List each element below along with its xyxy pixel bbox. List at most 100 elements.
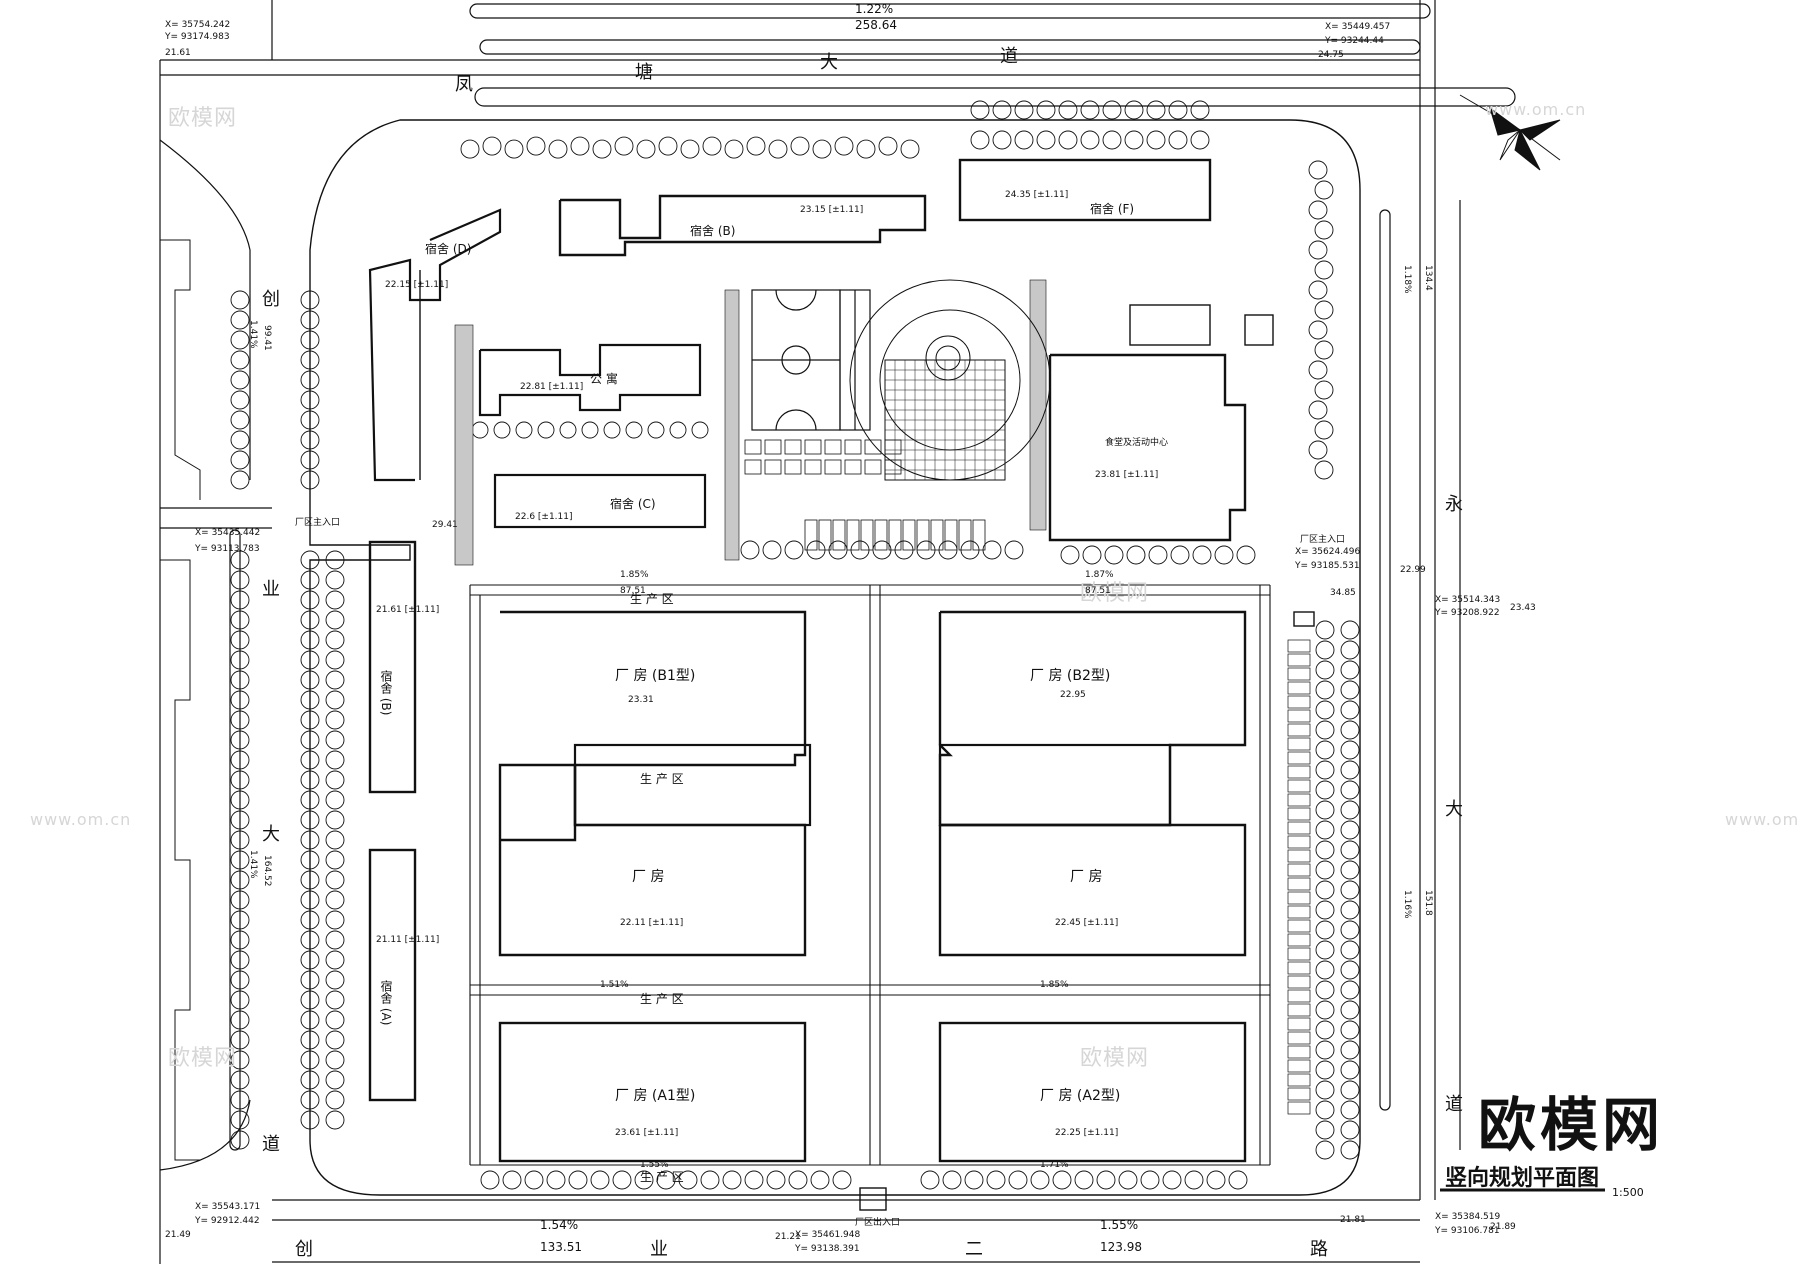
apartment-label: 公 寓 (590, 372, 618, 386)
tree-icon (300, 310, 320, 330)
tree-icon (300, 930, 320, 950)
tree-icon (1052, 1170, 1072, 1190)
tree-icon (1340, 660, 1360, 680)
east-road-char: 大 (1445, 799, 1465, 820)
tree-icon (1190, 130, 1210, 150)
road-slope-e: 1.55% (640, 1160, 669, 1170)
tree-icon (1314, 220, 1334, 240)
south-road-char: 业 (650, 1239, 670, 1260)
watermark-brand: 欧模网 (1080, 1046, 1150, 1071)
tree-icon (603, 421, 621, 439)
tree-icon (230, 470, 250, 490)
tree-icon (1308, 160, 1328, 180)
coord-x: X= 35449.457 (1325, 22, 1391, 32)
tree-icon (1340, 820, 1360, 840)
tree-icon (230, 850, 250, 870)
factory-b1-label: 厂 房 (B1型) (615, 668, 696, 684)
elevation-mark: 21.89 (1490, 1222, 1516, 1232)
coord-x: X= 35543.171 (195, 1202, 261, 1212)
tree-icon (230, 810, 250, 830)
tree-icon (325, 710, 345, 730)
dorm-b-west (368, 540, 417, 794)
tree-icon (471, 421, 489, 439)
tree-icon (1190, 100, 1210, 120)
coord-y: Y= 93174.983 (165, 32, 230, 42)
tree-icon (1140, 1170, 1160, 1190)
tree-icon (325, 1050, 345, 1070)
tree-icon (230, 650, 250, 670)
tree-icon (325, 990, 345, 1010)
tree-icon (970, 130, 990, 150)
elevation-mark: 21.21 (775, 1232, 801, 1242)
tree-icon (982, 540, 1002, 560)
factory-b2-level: 22.95 (1060, 690, 1086, 700)
tree-icon (1315, 800, 1335, 820)
west-road-char: 大 (262, 824, 282, 845)
tree-icon (1340, 860, 1360, 880)
tree-icon (970, 100, 990, 120)
tree-icon (1315, 740, 1335, 760)
tree-icon (230, 550, 250, 570)
tree-icon (300, 470, 320, 490)
tree-icon (546, 1170, 566, 1190)
tree-icon (1315, 1100, 1335, 1120)
tree-icon (1340, 720, 1360, 740)
dorm-a-west-label: 宿舍 (A) (379, 980, 393, 1026)
tree-icon (230, 570, 250, 590)
tree-icon (1314, 460, 1334, 480)
tree-icon (1340, 740, 1360, 760)
road-slope-c: 1.51% (600, 980, 629, 990)
tree-icon (300, 790, 320, 810)
tree-icon (1340, 1000, 1360, 1020)
tree-icon (1315, 720, 1335, 740)
tree-icon (300, 330, 320, 350)
tree-icon (691, 421, 709, 439)
west-road-char: 业 (262, 579, 282, 600)
tree-icon (230, 1050, 250, 1070)
tree-icon (1340, 960, 1360, 980)
tree-icon (1124, 130, 1144, 150)
factory-a2-level: 22.25 [±1.11] (1055, 1128, 1119, 1138)
road-slope-d: 1.85% (1040, 980, 1069, 990)
tree-icon (1308, 400, 1328, 420)
tree-icon (230, 1070, 250, 1090)
small-building-1 (1129, 304, 1211, 346)
watermark-url: www.om.cn (1485, 100, 1587, 119)
tree-icon (1148, 545, 1168, 565)
tree-icon (325, 670, 345, 690)
tree-icon (1340, 920, 1360, 940)
tree-icon (1074, 1170, 1094, 1190)
tree-icon (1192, 545, 1212, 565)
canteen-building (1048, 353, 1247, 542)
tree-icon (590, 1170, 610, 1190)
tree-icon (1314, 380, 1334, 400)
tree-icon (1170, 545, 1190, 565)
tree-icon (1340, 620, 1360, 640)
tree-icon (625, 421, 643, 439)
tree-icon (1014, 130, 1034, 150)
tree-icon (1146, 130, 1166, 150)
secondary-entrance-label: 厂区出入口 (855, 1218, 901, 1228)
tree-icon (300, 630, 320, 650)
factory-a2-label: 厂 房 (A2型) (1040, 1088, 1121, 1104)
tree-icon (230, 670, 250, 690)
tree-icon (1314, 420, 1334, 440)
tree-icon (300, 950, 320, 970)
tree-icon (669, 421, 687, 439)
tree-icon (230, 930, 250, 950)
tree-icon (1118, 1170, 1138, 1190)
road-length-a: 87.51 (620, 586, 646, 596)
sports-courts (751, 289, 871, 431)
coord-y: Y= 92912.442 (195, 1216, 260, 1226)
tree-icon (1014, 100, 1034, 120)
factory-b2-lower-label: 厂 房 (1070, 869, 1103, 885)
coord-y: Y= 93185.531 (1295, 561, 1360, 571)
tree-icon (768, 139, 788, 159)
factory-b1-connector (573, 743, 812, 827)
elevation-mark: 21.61 (165, 48, 191, 58)
watermark-url: www.om.cn (1725, 810, 1800, 829)
tree-icon (325, 1090, 345, 1110)
tree-icon (1308, 360, 1328, 380)
dorm-f-level: 24.35 [±1.11] (1005, 190, 1069, 200)
tree-icon (325, 750, 345, 770)
